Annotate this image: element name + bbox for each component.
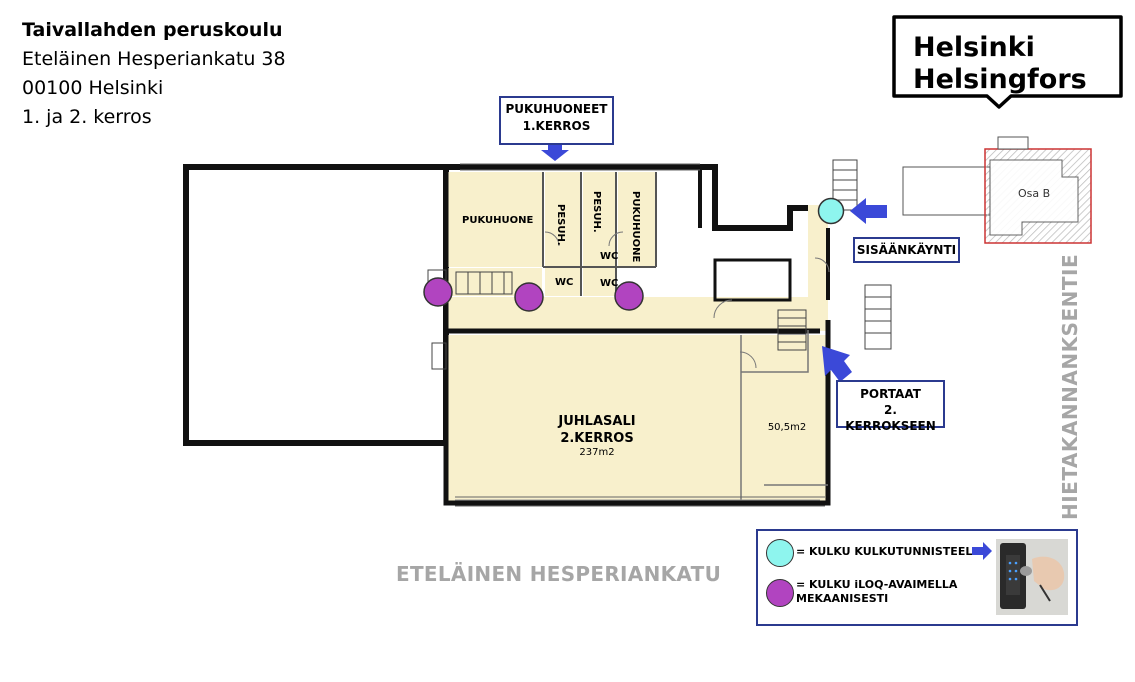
room-changing-1: PUKUHUONE: [462, 215, 534, 226]
legend-iloq-text: = KULKU iLOQ-AVAIMELLA MEKAANISESTI: [796, 578, 957, 606]
walls: [443, 164, 831, 506]
legend-arrow-icon: [972, 542, 992, 560]
hall-area: 237m2: [579, 447, 614, 458]
legend-iloq-line1: = KULKU iLOQ-AVAIMELLA: [796, 578, 958, 591]
callout-changing-rooms-line1: PUKUHUONEET: [505, 102, 608, 116]
building-b: Osa B: [902, 136, 1092, 244]
legend: = KULKU KULKUTUNNISTEELLA = KULKU iLOQ-A…: [756, 529, 1078, 626]
logo-line2: Helsingfors: [913, 64, 1087, 95]
tag-access-marker: [817, 197, 845, 225]
legend-iloq-dot: [766, 579, 794, 607]
iloq-marker-2: [514, 282, 544, 312]
school-name: Taivallahden peruskoulu: [22, 19, 283, 41]
arrow-changing-rooms: [541, 142, 569, 161]
arrow-entrance: [850, 198, 887, 224]
room-labels: PUKUHUONE PESUH. PESUH. PUKUHUONE WC WC …: [462, 191, 806, 458]
doors: [544, 231, 830, 369]
legend-tag-dot: [766, 539, 794, 567]
building-b-label: Osa B: [1018, 187, 1050, 200]
room-shower-2: PESUH.: [591, 191, 602, 233]
room-changing-2: PUKUHUONE: [630, 191, 641, 263]
callout-changing-rooms-line2: 1.KERROS: [522, 119, 591, 133]
callout-stairs-line2: 2. KERROKSEEN: [845, 403, 936, 433]
arrow-stairs: [822, 346, 852, 382]
logo-line1: Helsinki: [913, 32, 1035, 63]
room-shower-1: PESUH.: [555, 204, 566, 246]
hall-floor: 2.KERROS: [560, 431, 633, 446]
floor-info: 1. ja 2. kerros: [22, 106, 152, 128]
street-east: HIETAKANNANKSENTIE: [1058, 253, 1082, 520]
callout-entrance: SISÄÄNKÄYNTI: [853, 237, 960, 263]
legend-iloq-line2: MEKAANISESTI: [796, 592, 889, 605]
address-block: Taivallahden peruskoulu Eteläinen Hesper…: [22, 16, 286, 132]
callout-stairs-line1: PORTAAT: [860, 387, 921, 401]
street-address: Eteläinen Hesperiankatu 38: [22, 48, 286, 70]
room-wc-3: WC: [600, 278, 618, 289]
side-room-area: 50,5m2: [768, 422, 806, 433]
postal-address: 00100 Helsinki: [22, 77, 164, 99]
legend-tag-text: = KULKU KULKUTUNNISTEELLA: [796, 545, 988, 558]
callout-stairs: PORTAAT 2. KERROKSEEN: [836, 380, 945, 433]
callout-entrance-label: SISÄÄNKÄYNTI: [856, 243, 957, 257]
callout-changing-rooms: PUKUHUONEET 1.KERROS: [499, 96, 614, 145]
arrows: [541, 142, 887, 382]
room-wc-1: WC: [555, 277, 573, 288]
room-wc-2: WC: [600, 251, 618, 262]
iloq-marker-3: [614, 281, 644, 311]
access-markers: [423, 197, 845, 312]
windows: [455, 163, 825, 507]
left-wing: [183, 164, 449, 446]
street-south: ETELÄINEN HESPERIANKATU: [396, 562, 722, 586]
helsinki-logo: Helsinki Helsingfors: [892, 15, 1123, 109]
iloq-marker-1: [423, 277, 453, 307]
key-reader-photo-icon: [996, 539, 1068, 615]
hall-name: JUHLASALI: [557, 414, 635, 429]
